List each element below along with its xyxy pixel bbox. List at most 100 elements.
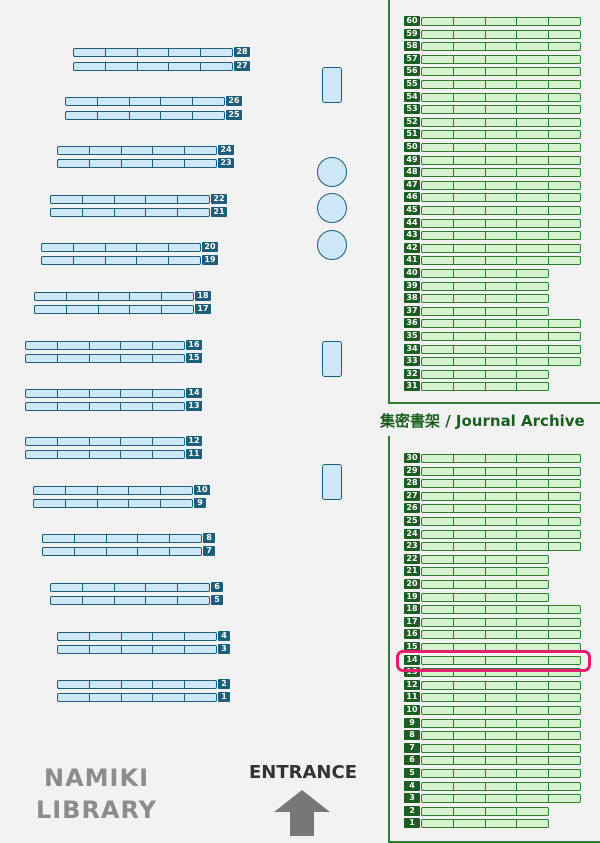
- shelf-28[interactable]: [73, 48, 233, 57]
- shelf-27[interactable]: [73, 62, 233, 71]
- archive-shelf-37[interactable]: [421, 306, 549, 316]
- archive-shelf-21[interactable]: [421, 567, 549, 577]
- archive-shelf-20[interactable]: [421, 580, 549, 589]
- archive-shelf-32[interactable]: [421, 369, 549, 379]
- archive-shelf-29[interactable]: [421, 466, 581, 476]
- archive-shelf-25[interactable]: [421, 517, 581, 526]
- archive-shelf-8[interactable]: [421, 731, 581, 741]
- archive-shelf-33[interactable]: [421, 357, 581, 367]
- archive-shelf-40[interactable]: [421, 269, 549, 278]
- shelf-19[interactable]: [41, 256, 201, 265]
- service-counter[interactable]: [322, 341, 342, 377]
- archive-shelf-12[interactable]: [421, 680, 581, 690]
- shelf-3[interactable]: [57, 645, 217, 654]
- shelf-14[interactable]: [25, 389, 185, 398]
- shelf-1[interactable]: [57, 693, 217, 702]
- shelf-5[interactable]: [50, 596, 210, 605]
- archive-shelf-43[interactable]: [421, 231, 581, 241]
- archive-shelf-53[interactable]: [421, 105, 581, 115]
- archive-shelf-34[interactable]: [421, 344, 581, 354]
- shelf-20[interactable]: [41, 243, 201, 252]
- service-counter[interactable]: [322, 464, 342, 500]
- shelf-6[interactable]: [50, 583, 210, 592]
- shelf-section: [517, 606, 550, 614]
- shelf-22[interactable]: [50, 195, 210, 204]
- archive-shelf-50[interactable]: [421, 143, 581, 152]
- archive-shelf-16[interactable]: [421, 630, 581, 640]
- shelf-section: [422, 307, 454, 315]
- archive-shelf-28[interactable]: [421, 479, 581, 489]
- shelf-section: [185, 681, 216, 688]
- archive-shelf-54[interactable]: [421, 92, 581, 102]
- shelf-11[interactable]: [25, 450, 185, 459]
- shelf-12[interactable]: [25, 437, 185, 446]
- shelf-10[interactable]: [33, 486, 193, 495]
- shelf-4[interactable]: [57, 632, 217, 641]
- archive-shelf-5[interactable]: [421, 769, 581, 778]
- archive-shelf-30[interactable]: [421, 454, 581, 463]
- shelf-15[interactable]: [25, 354, 185, 363]
- round-table[interactable]: [317, 193, 347, 223]
- archive-shelf-11[interactable]: [421, 693, 581, 703]
- archive-shelf-58[interactable]: [421, 42, 581, 52]
- archive-shelf-46[interactable]: [421, 193, 581, 203]
- shelf-16[interactable]: [25, 341, 185, 350]
- archive-shelf-55[interactable]: [421, 80, 581, 89]
- archive-shelf-51[interactable]: [421, 130, 581, 140]
- shelf-13[interactable]: [25, 402, 185, 411]
- archive-shelf-19[interactable]: [421, 592, 549, 602]
- archive-shelf-7[interactable]: [421, 743, 581, 753]
- archive-shelf-23[interactable]: [421, 542, 581, 552]
- archive-shelf-24[interactable]: [421, 529, 581, 539]
- archive-shelf-14[interactable]: [421, 655, 581, 665]
- archive-shelf-9[interactable]: [421, 718, 581, 728]
- archive-shelf-13[interactable]: [421, 668, 581, 678]
- archive-shelf-3[interactable]: [421, 794, 581, 804]
- archive-shelf-4[interactable]: [421, 781, 581, 791]
- shelf-number-label: 25: [226, 110, 242, 120]
- shelf-25[interactable]: [65, 111, 225, 120]
- archive-shelf-10[interactable]: [421, 706, 581, 715]
- archive-shelf-35[interactable]: [421, 332, 581, 341]
- archive-shelf-17[interactable]: [421, 617, 581, 627]
- archive-shelf-57[interactable]: [421, 54, 581, 64]
- archive-shelf-45[interactable]: [421, 206, 581, 215]
- archive-shelf-1[interactable]: [421, 819, 549, 829]
- archive-shelf-60[interactable]: [421, 17, 581, 26]
- shelf-18[interactable]: [34, 292, 194, 301]
- archive-shelf-41[interactable]: [421, 256, 581, 266]
- archive-shelf-59[interactable]: [421, 29, 581, 39]
- archive-shelf-2[interactable]: [421, 806, 549, 816]
- round-table[interactable]: [317, 157, 347, 187]
- archive-shelf-27[interactable]: [421, 491, 581, 501]
- shelf-26[interactable]: [65, 97, 225, 106]
- archive-shelf-42[interactable]: [421, 243, 581, 253]
- archive-shelf-22[interactable]: [421, 554, 549, 564]
- shelf-section: [422, 606, 454, 614]
- shelf-section: [517, 505, 550, 513]
- shelf-7[interactable]: [42, 547, 202, 556]
- shelf-9[interactable]: [33, 499, 193, 508]
- archive-shelf-52[interactable]: [421, 117, 581, 127]
- archive-shelf-48[interactable]: [421, 168, 581, 178]
- service-counter[interactable]: [322, 67, 342, 103]
- shelf-2[interactable]: [57, 680, 217, 689]
- archive-shelf-49[interactable]: [421, 155, 581, 165]
- archive-shelf-6[interactable]: [421, 756, 581, 766]
- shelf-23[interactable]: [57, 159, 217, 168]
- archive-shelf-36[interactable]: [421, 319, 581, 329]
- shelf-24[interactable]: [57, 146, 217, 155]
- archive-shelf-18[interactable]: [421, 605, 581, 615]
- archive-shelf-26[interactable]: [421, 504, 581, 514]
- archive-shelf-39[interactable]: [421, 281, 549, 291]
- archive-shelf-47[interactable]: [421, 180, 581, 190]
- shelf-8[interactable]: [42, 534, 202, 543]
- shelf-21[interactable]: [50, 208, 210, 217]
- archive-shelf-31[interactable]: [421, 382, 549, 392]
- shelf-17[interactable]: [34, 305, 194, 314]
- archive-shelf-44[interactable]: [421, 218, 581, 228]
- shelf-section: [517, 795, 550, 803]
- archive-shelf-56[interactable]: [421, 67, 581, 77]
- archive-shelf-38[interactable]: [421, 294, 549, 304]
- round-table[interactable]: [317, 230, 347, 260]
